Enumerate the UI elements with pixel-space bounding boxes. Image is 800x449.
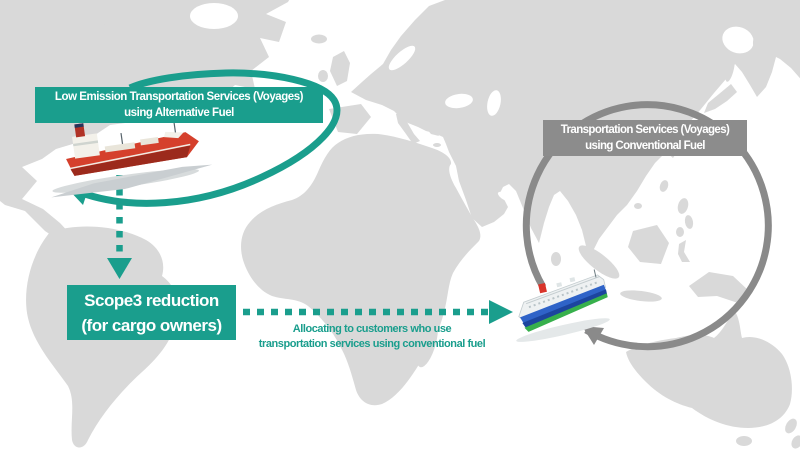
tanker-superstructure [72, 133, 100, 159]
allocation-note: Allocating to customers who use transpor… [232, 322, 512, 351]
map-ireland [318, 70, 328, 82]
map-new-zealand-north [785, 418, 797, 434]
map-philippines-2 [684, 215, 694, 229]
map-philippines-1 [677, 198, 689, 214]
map-philippines-3 [676, 227, 684, 237]
map-japan [704, 84, 737, 113]
scope3-reduction-box: Scope3 reduction (for cargo owners) [67, 285, 236, 340]
carrier-wake [516, 318, 610, 342]
map-britain [330, 51, 350, 86]
conventional-fuel-label-line1: Transportation Services (Voyages) [560, 124, 730, 136]
map-crete [433, 143, 441, 147]
tanker-funnel-cap [74, 123, 84, 128]
map-hainan [634, 203, 642, 209]
map-greenland [93, 0, 183, 45]
tanker-hull-bottom [70, 145, 191, 176]
alt-fuel-label-line2: using Alternative Fuel [124, 107, 234, 119]
tanker-forecastle [163, 131, 184, 139]
tanker-mid-mast [120, 132, 124, 145]
map-black-sea [445, 93, 473, 109]
scope3-down-arrowhead [107, 258, 132, 279]
conventional-fuel-label-line2: using Conventional Fuel [585, 140, 705, 152]
conventional-fuel-ship-icon [516, 269, 610, 342]
carrier-lower-hull [522, 289, 608, 330]
alt-fuel-label: Low Emission Transportation Services (Vo… [35, 87, 323, 123]
alt-fuel-ship-icon [51, 120, 213, 198]
tanker-boot-line [70, 143, 191, 170]
alt-fuel-loop-arrow [72, 69, 341, 207]
map-sakhalin [725, 54, 735, 82]
map-borneo [628, 225, 669, 264]
map-greece [424, 117, 439, 136]
map-north-america [0, 0, 290, 243]
scope3-line1: Scope3 reduction [84, 290, 219, 310]
carrier-funnel [538, 282, 547, 294]
map-new-guinea [689, 272, 749, 304]
carrier-vent-1 [556, 282, 563, 288]
allocation-note-line2: transportation services using convention… [258, 337, 486, 350]
tanker-deck-pipes [140, 136, 159, 146]
map-italy [396, 112, 420, 144]
conventional-fuel-label: Transportation Services (Voyages) using … [543, 120, 747, 156]
map-africa [241, 133, 481, 406]
alt-fuel-label-line1: Low Emission Transportation Services (Vo… [54, 91, 304, 103]
map-tasmania [736, 436, 752, 446]
map-persian-gulf [497, 191, 515, 203]
carrier-waterline [524, 293, 608, 332]
map-kamchatka [752, 8, 778, 48]
map-baltic-sea [388, 45, 416, 71]
map-madagascar [416, 316, 438, 368]
map-sumatra [578, 245, 620, 279]
map-hudson-bay [190, 3, 238, 29]
tanker-window-band [73, 140, 99, 147]
tanker-wake-streak [51, 164, 213, 198]
conventional-loop-arrowhead [582, 326, 604, 345]
carrier-deck-line [525, 275, 601, 305]
map-java [620, 290, 662, 302]
carrier-mast [593, 269, 597, 278]
map-iceland [311, 34, 327, 44]
map-taiwan [659, 180, 669, 192]
map-sea-of-okhotsk [722, 26, 754, 54]
map-australia [626, 310, 792, 428]
allocation-right-arrowhead [489, 300, 513, 324]
tanker-deck-house [104, 142, 136, 153]
map-sulawesi [678, 240, 690, 262]
map-new-zealand-south [791, 435, 800, 449]
map-sri-lanka [551, 252, 561, 266]
allocation-note-line1: Allocating to customers who use [292, 323, 452, 335]
carrier-vent-2 [569, 277, 576, 283]
scope3-line2: (for cargo owners) [81, 315, 222, 335]
map-caspian-sea [487, 90, 501, 116]
